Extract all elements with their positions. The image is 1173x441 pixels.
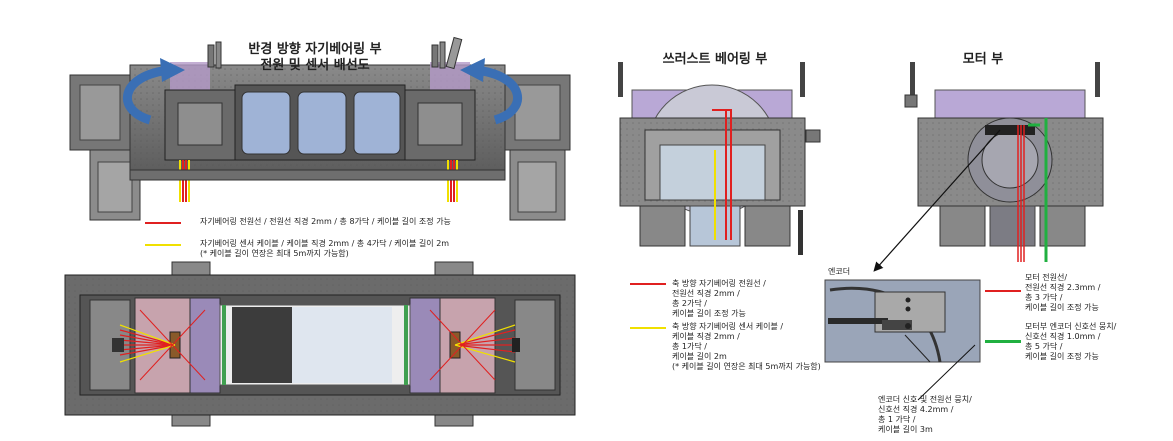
radial-bearing-title: 반경 방향 자기베어링 부 전원 및 센서 배선도 bbox=[190, 42, 440, 74]
encoder-label: 엔코더 bbox=[828, 267, 851, 276]
radial-bearing-title-line1: 반경 방향 자기베어링 부 bbox=[248, 42, 382, 57]
thrust-bearing-title: 쓰러스트 베어링 부 bbox=[662, 52, 768, 67]
radial-bearing-title-line2: 전원 및 센서 배선도 bbox=[260, 58, 370, 73]
encoder-cable-legend: 엔코더 신호 및 전원선 뭉치/ 신호선 직경 4.2mm / 총 1 가닥 /… bbox=[878, 395, 972, 434]
legend-swatch-red bbox=[985, 290, 1021, 292]
legend-swatch-yellow bbox=[630, 327, 666, 329]
legend-text-power: 자기베어링 전원선 / 전원선 직경 2mm / 총 8가닥 / 케이블 길이 … bbox=[200, 217, 451, 226]
legend-text-sensor: 자기베어링 센서 케이블 / 케이블 직경 2mm / 총 4가닥 / 케이블 … bbox=[200, 239, 450, 258]
top-view-cables-left bbox=[119, 309, 206, 381]
radial-bearing-front-view bbox=[69, 36, 571, 221]
motor-title: 모터 부 bbox=[962, 52, 1004, 67]
radial-cables-right bbox=[447, 160, 458, 202]
motor-legend-encoder: 모터부 엔코더 신호선 뭉치/ 신호선 직경 1.0mm / 총 5 가닥 / … bbox=[1025, 322, 1117, 361]
legend-swatch-red bbox=[145, 222, 181, 224]
legend-swatch-red bbox=[630, 283, 666, 285]
motor-legend-power: 모터 전원선/ 전원선 직경 2.3mm / 총 3 가닥 / 케이블 길이 조… bbox=[1025, 273, 1101, 312]
thrust-legend-power: 축 방향 자기베어링 전원선 / 전원선 직경 2mm / 총 2가닥 / 케이… bbox=[672, 279, 766, 318]
motor-view bbox=[904, 62, 1104, 262]
radial-bearing-top-view bbox=[64, 261, 576, 427]
legend-swatch-yellow bbox=[145, 244, 181, 246]
encoder-inset bbox=[824, 279, 981, 363]
radial-cables-left bbox=[179, 160, 190, 202]
legend-swatch-green bbox=[985, 340, 1021, 343]
thrust-bearing-view bbox=[618, 62, 821, 255]
thrust-legend-sensor: 축 방향 자기베어링 센서 케이블 / 케이블 직경 2mm / 총 1가닥 /… bbox=[672, 322, 821, 371]
top-view-cables-right bbox=[429, 309, 516, 381]
